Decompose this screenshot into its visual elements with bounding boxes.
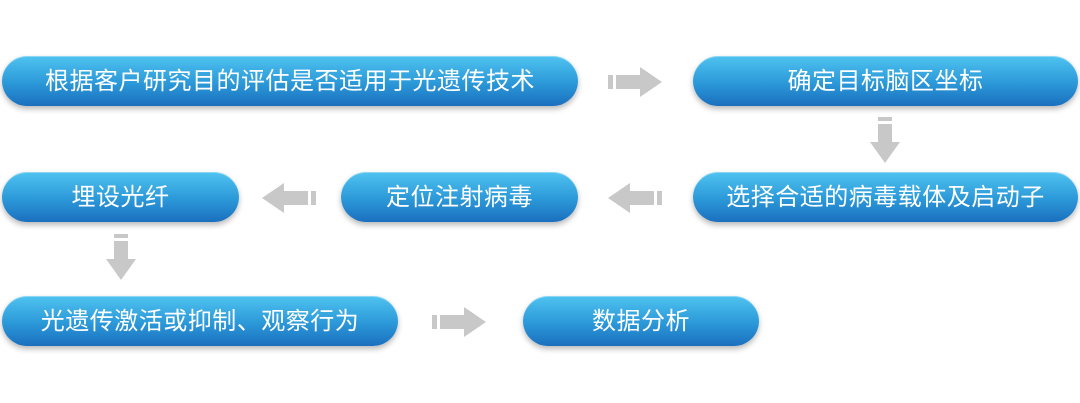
step-inject-virus: 定位注射病毒 (341, 172, 578, 222)
arrow-right-icon (432, 307, 486, 337)
step-select-viral-vector: 选择合适的病毒载体及启动子 (693, 172, 1078, 222)
arrow-left-icon (262, 183, 316, 213)
arrow-down-icon (106, 234, 136, 280)
step-implant-fiber: 埋设光纤 (2, 172, 239, 222)
step-target-brain-coordinates: 确定目标脑区坐标 (693, 56, 1078, 106)
arrow-right-icon (608, 67, 662, 97)
arrow-down-icon (870, 117, 900, 163)
step-data-analysis: 数据分析 (523, 296, 759, 346)
arrow-left-icon (608, 183, 662, 213)
step-evaluate-suitability: 根据客户研究目的评估是否适用于光遗传技术 (2, 56, 578, 106)
step-activate-observe-behavior: 光遗传激活或抑制、观察行为 (2, 296, 398, 346)
